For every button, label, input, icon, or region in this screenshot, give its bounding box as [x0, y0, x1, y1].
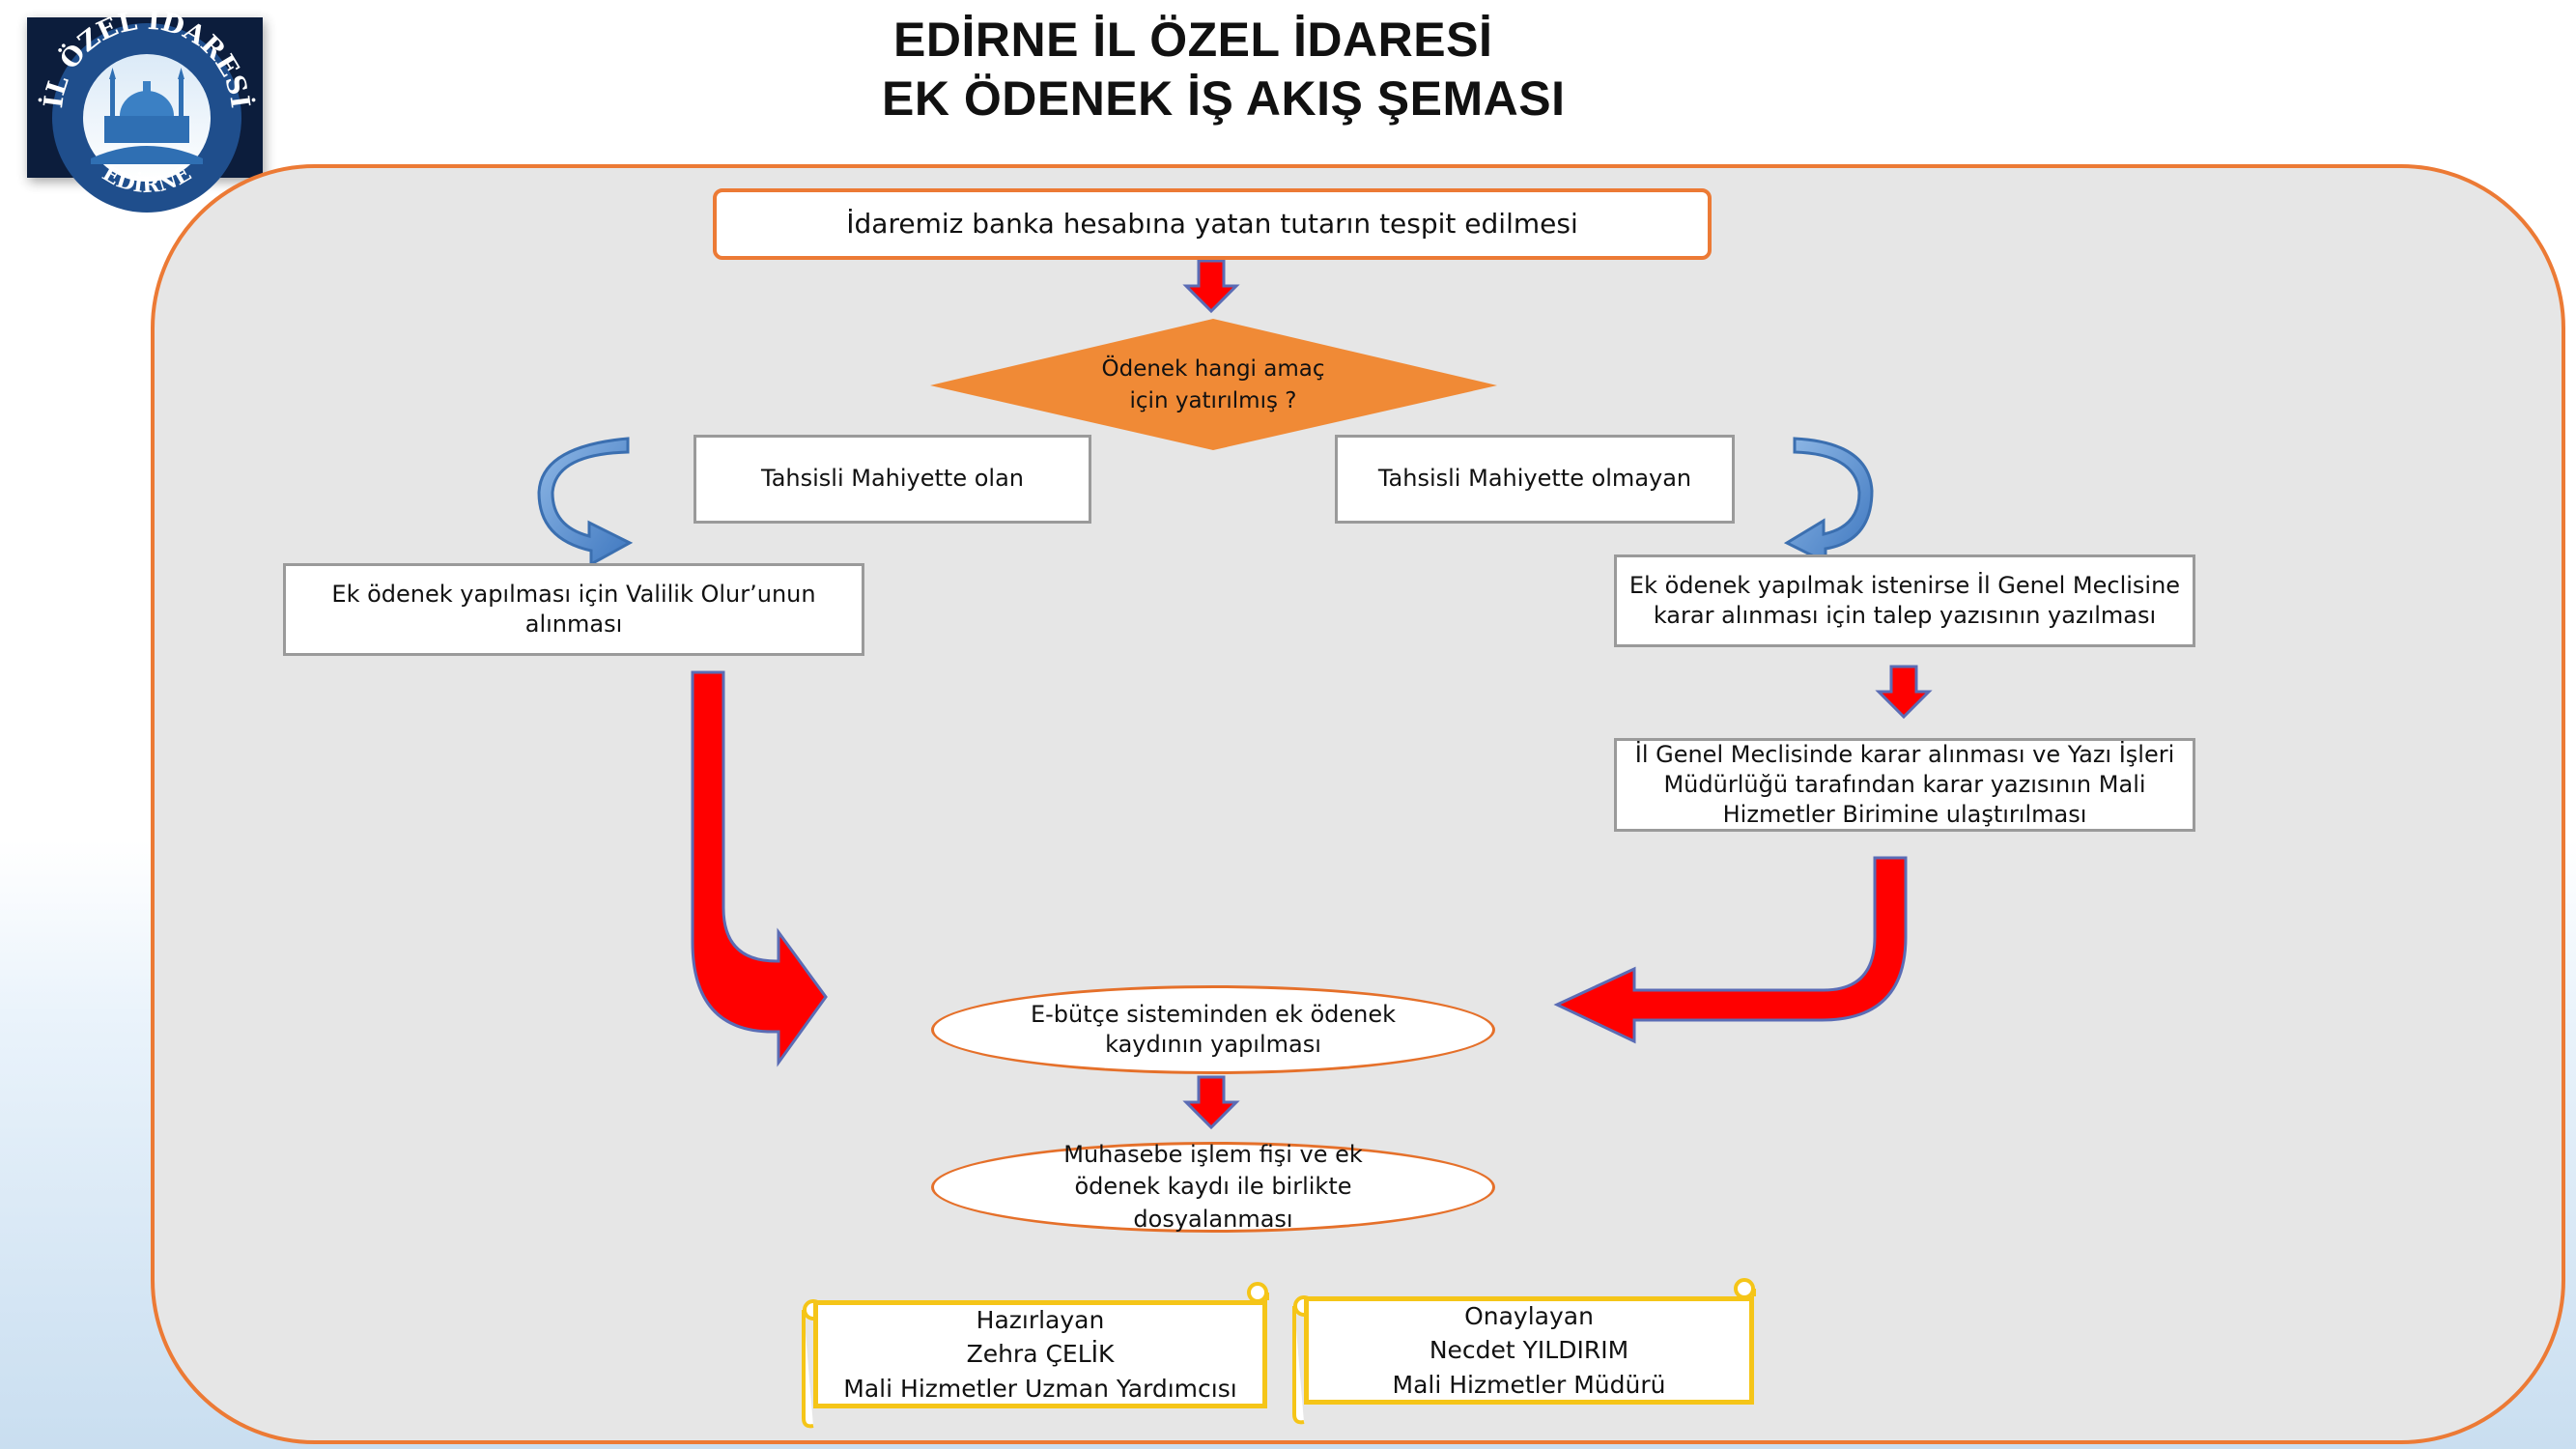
right-step2-box: İl Genel Meclisinde karar alınması ve Ya…	[1614, 738, 2195, 832]
muhasebe-line3: dosyalanması	[1133, 1205, 1293, 1233]
start-box: İdaremiz banka hesabına yatan tutarın te…	[713, 188, 1712, 260]
right-step2-line2: Müdürlüğü tarafından karar yazısının Mal…	[1663, 770, 2146, 798]
prepared-by-scroll: Hazırlayan Zehra ÇELİK Mali Hizmetler Uz…	[813, 1300, 1267, 1408]
left-step-line2: alınması	[524, 611, 623, 638]
arrow-right-to-ebutce	[1553, 856, 1908, 1044]
right-step2-line1: İl Genel Meclisinde karar alınması ve Ya…	[1634, 740, 2175, 768]
arrow-left-to-ebutce	[691, 670, 828, 1067]
muhasebe-line1: Muhasebe işlem fişi ve ek	[1063, 1141, 1363, 1169]
approved-name: Necdet YILDIRIM	[1429, 1336, 1629, 1365]
decision-line2: için yatırılmış ?	[1129, 387, 1297, 413]
decision-text: Ödenek hangi amaç için yatırılmış ?	[1043, 354, 1383, 416]
ebutce-ellipse: E-bütçe sisteminden ek ödenek kaydının y…	[931, 985, 1495, 1074]
right-step2-line3: Hizmetler Birimine ulaştırılması	[1722, 801, 2087, 829]
left-step-box: Ek ödenek yapılması için Valilik Olur’un…	[283, 563, 864, 656]
left-step-line1: Ek ödenek yapılması için Valilik Olur’un…	[331, 580, 816, 608]
approved-by-scroll: Onaylayan Necdet YILDIRIM Mali Hizmetler…	[1304, 1296, 1754, 1405]
ebutce-line2: kaydının yapılması	[1105, 1031, 1321, 1058]
muhasebe-line2: ödenek kaydı ile birlikte	[1074, 1173, 1352, 1201]
decision-line1: Ödenek hangi amaç	[1101, 356, 1325, 382]
curved-arrow-left	[537, 437, 634, 567]
branch-left-box: Tahsisli Mahiyette olan	[694, 435, 1091, 524]
branch-right-box: Tahsisli Mahiyette olmayan	[1335, 435, 1735, 524]
approved-title: Mali Hizmetler Müdürü	[1392, 1370, 1666, 1399]
start-text: İdaremiz banka hesabına yatan tutarın te…	[846, 207, 1578, 240]
prepared-name: Zehra ÇELİK	[966, 1340, 1115, 1369]
branch-right-text: Tahsisli Mahiyette olmayan	[1377, 465, 1692, 493]
right-step1-box: Ek ödenek yapılmak istenirse İl Genel Me…	[1614, 554, 2195, 647]
arrow-right-step1-to-step2	[1875, 665, 1933, 720]
muhasebe-ellipse: Muhasebe işlem fişi ve ek ödenek kaydı i…	[931, 1141, 1495, 1233]
decision-diamond	[930, 319, 1497, 450]
logo-emblem: İL ÖZEL İDARESİ EDİRNE	[27, 3, 265, 213]
logo: İL ÖZEL İDARESİ EDİRNE	[23, 3, 270, 213]
right-step1-line1: Ek ödenek yapılmak istenirse İl Genel Me…	[1628, 571, 2181, 599]
page-title-line1: EDİRNE İL ÖZEL İDARESİ	[893, 13, 1493, 67]
branch-left-text: Tahsisli Mahiyette olan	[761, 465, 1024, 493]
right-step1-line2: karar alınması için talep yazısının yazı…	[1653, 602, 2157, 629]
page-title-line2: EK ÖDENEK İŞ AKIŞ ŞEMASI	[882, 71, 1566, 126]
arrow-start-to-decision	[1182, 259, 1240, 314]
arrow-ebutce-to-muhasebe	[1182, 1075, 1240, 1130]
prepared-title: Mali Hizmetler Uzman Yardımcısı	[843, 1374, 1237, 1403]
prepared-role: Hazırlayan	[976, 1305, 1105, 1334]
approved-role: Onaylayan	[1464, 1301, 1594, 1330]
ebutce-line1: E-bütçe sisteminden ek ödenek	[1030, 1000, 1397, 1028]
